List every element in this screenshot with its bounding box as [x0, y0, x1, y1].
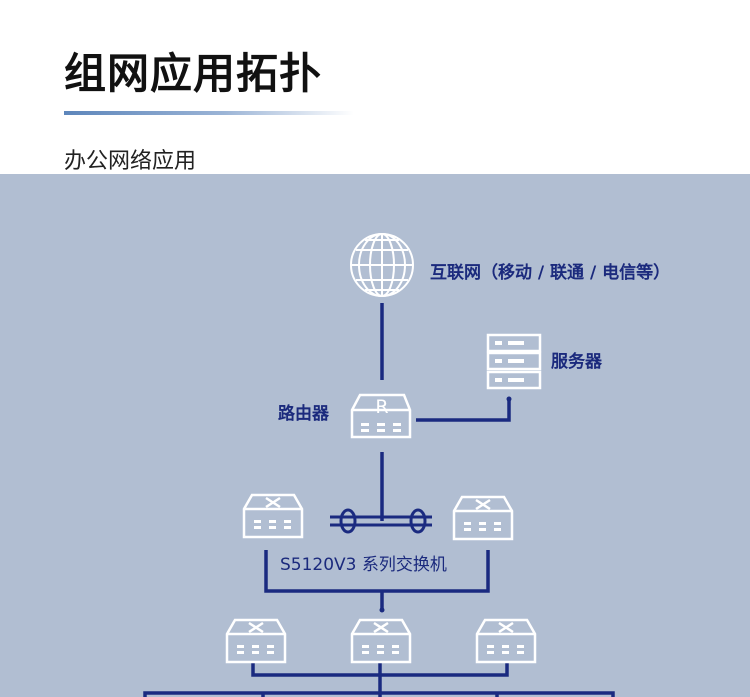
internet-label: 互联网（移动 / 联通 / 电信等）: [430, 262, 670, 283]
link-aggregation-icon: [330, 508, 432, 534]
internet-globe-icon: [350, 233, 414, 297]
router-letter: R: [375, 396, 388, 418]
core-switch-left-icon: [242, 493, 304, 539]
page-title: 组网应用拓扑: [64, 49, 323, 98]
access-switch-icon: [225, 618, 287, 664]
core-switch-label: S5120V3 系列交换机: [280, 555, 447, 575]
title-underline: [64, 111, 354, 115]
topology-diagram: [0, 174, 750, 697]
section-subtitle: 办公网络应用: [64, 149, 197, 174]
router-icon: R: [350, 393, 412, 439]
router-label: 路由器: [278, 403, 330, 424]
server-label: 服务器: [551, 351, 603, 372]
core-switch-right-icon: [452, 495, 514, 541]
server-icon: [486, 333, 542, 390]
connection-lines: [143, 303, 615, 697]
access-switch-icon: [350, 618, 412, 664]
access-switch-icon: [475, 618, 537, 664]
